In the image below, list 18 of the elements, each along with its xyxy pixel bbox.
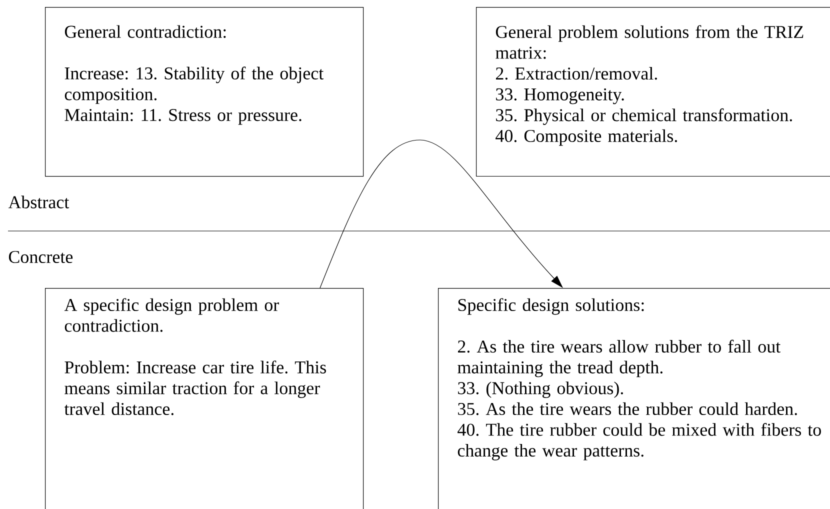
box-text: 35. Physical or chemical transformation. xyxy=(496,108,792,125)
curved-arrow xyxy=(320,140,563,288)
box-text: Specific design solutions: xyxy=(458,298,644,315)
box-text: 33. Homogeneity. xyxy=(496,88,624,104)
box-text: 33. (Nothing obvious). xyxy=(458,382,623,398)
box-text: A specific design problem or contradiction. xyxy=(64,298,279,332)
box-text: General problem solutions from the TRIZ matrix: xyxy=(496,25,804,59)
section-label: Concrete xyxy=(8,250,73,264)
section-label: Abstract xyxy=(8,196,70,208)
box-text: Maintain: 11. Stress or pressure. xyxy=(64,108,302,125)
box-text: Problem: Increase car tire life. This means similar traction for a longer travel distance. xyxy=(64,360,326,416)
box-text: 40. The tire rubber could be mixed with fibers to change the wear patterns. xyxy=(458,423,821,460)
box-text: 40. Composite materials. xyxy=(496,129,677,146)
box-text: 35. As the tire wears the rubber could harden. xyxy=(458,402,797,416)
box-text: 2. As the tire wears allow rubber to fall out maintaining the tread depth. xyxy=(458,340,781,378)
box-text: 2. Extraction/removal. xyxy=(496,66,657,80)
box-text: General contradiction: xyxy=(64,25,226,38)
box-text: Increase: 13. Stability of the object composition. xyxy=(64,66,324,104)
